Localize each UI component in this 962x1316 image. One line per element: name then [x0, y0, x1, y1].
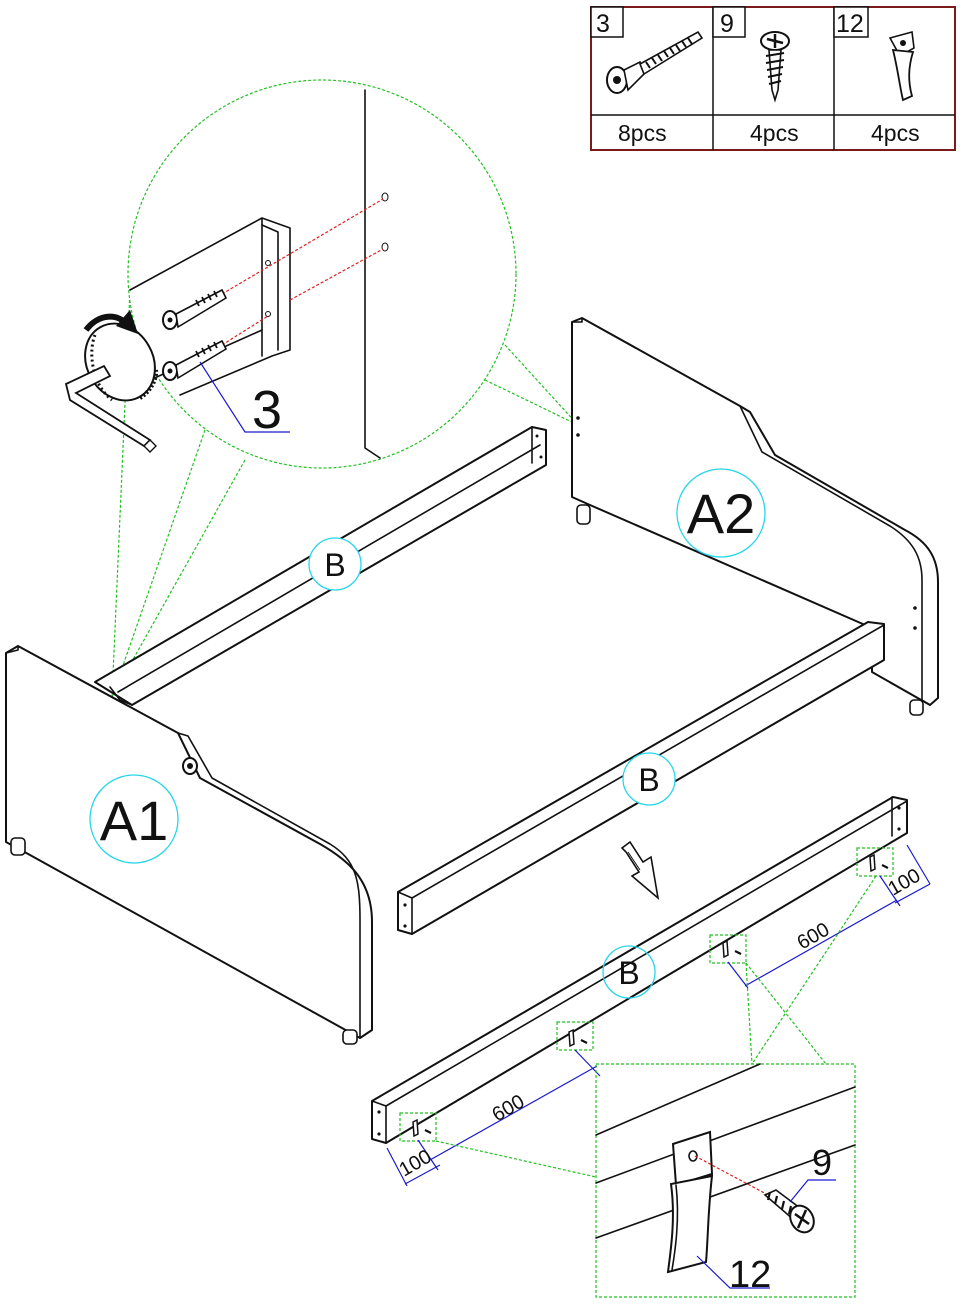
rail-b-lower [371, 796, 908, 1144]
slat-bracket-detail-icon [666, 1130, 714, 1274]
bracket-callout-label: 12 [729, 1254, 771, 1296]
direction-arrow-icon [620, 840, 660, 901]
part-quantity-3: 8pcs [618, 120, 667, 146]
cam-bolt-lower-icon [162, 339, 228, 381]
rail-front-label: B [638, 762, 659, 798]
cam-bolt-icon [606, 30, 704, 94]
footboard-label: A2 [687, 482, 756, 545]
cam-bolt-head-icon [182, 757, 198, 775]
rail-back-label: B [324, 547, 345, 583]
screw-callout-label: 9 [812, 1142, 832, 1183]
parts-table: 3 9 12 8pcs 4pcs 4pcs [590, 6, 956, 151]
dimension-left-spacing: 600 [489, 1091, 529, 1127]
bolt-callout-label: 3 [252, 380, 282, 440]
bolt-detail-outline [127, 79, 517, 469]
headboard-label: A1 [100, 789, 169, 852]
rotation-arrow-icon [83, 310, 138, 334]
dimension-right-end: 100 [885, 865, 925, 901]
part-number-12: 12 [836, 10, 864, 38]
wood-screw-detail-icon [763, 1189, 815, 1234]
part-quantity-9: 4pcs [750, 120, 799, 146]
part-number-3: 3 [596, 10, 610, 38]
part-number-9: 9 [720, 10, 734, 38]
bracket-detail-outline [595, 1063, 856, 1298]
allen-key-icon [64, 322, 159, 453]
slat-bracket-icon [888, 30, 915, 102]
wood-screw-icon [760, 31, 790, 103]
bracket-detail-view: 9 12 [435, 875, 877, 1298]
part-labels: A2 A1 B B B [89, 468, 766, 999]
cam-bolt-upper-icon [162, 288, 228, 330]
part-quantity-12: 4pcs [871, 120, 920, 146]
rail-lower-label: B [618, 955, 639, 991]
bolt-detail-view: 3 [127, 79, 517, 469]
dimension-labels: 100 600 600 100 [396, 865, 925, 1182]
headboard-a1 [5, 645, 373, 1045]
